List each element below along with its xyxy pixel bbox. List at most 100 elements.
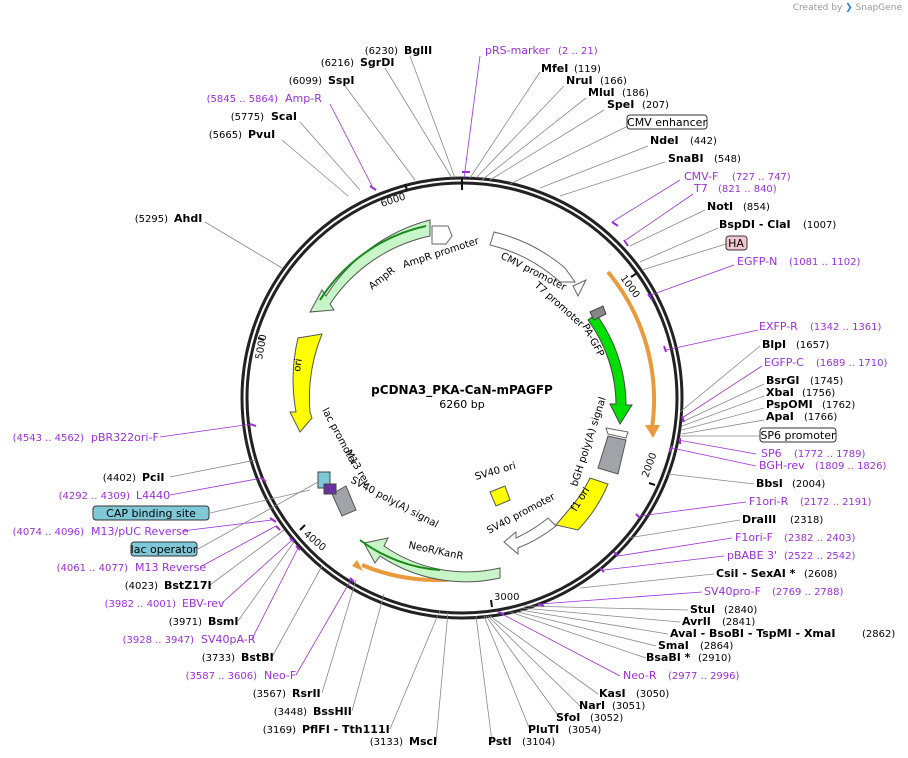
label-sp6[interactable]: SP6 <box>761 447 782 460</box>
leader-noti <box>629 209 706 247</box>
label-cmv-f[interactable]: CMV-F <box>684 170 718 183</box>
primer-tick-egfp-n <box>647 293 653 301</box>
ampr-promoter-arrow <box>431 225 453 245</box>
label-blpi[interactable]: BlpI <box>762 338 786 351</box>
label-f1ori-r[interactable]: F1ori-R <box>749 495 789 508</box>
label-spei[interactable]: SpeI <box>607 98 634 111</box>
leader-draiii <box>627 519 741 539</box>
label-avai[interactable]: AvaI - BsoBI - TspMI - XmaI <box>670 627 835 640</box>
label-nrui[interactable]: NruI <box>566 74 593 87</box>
label-prs-marker[interactable]: pRS-marker <box>485 44 550 57</box>
lac-promoter-arrow <box>331 485 357 517</box>
label-bsmi[interactable]: BsmI <box>208 615 239 628</box>
label-m13rev[interactable]: M13 Reverse <box>135 561 206 574</box>
ampr-label: AmpR <box>367 265 397 292</box>
leader-l4440 <box>169 477 263 496</box>
label-xbai[interactable]: XbaI <box>766 386 794 399</box>
label-rsrii[interactable]: RsrII <box>292 687 321 700</box>
leader-egfp-c <box>681 365 763 419</box>
label-clai[interactable]: BspDI - ClaI <box>719 218 791 231</box>
label-bstbi[interactable]: BstBI <box>241 651 274 664</box>
label-pcii[interactable]: PciI <box>142 471 164 484</box>
label-exfp-r[interactable]: EXFP-R <box>759 320 798 333</box>
label-bsshii[interactable]: BssHII <box>313 705 352 718</box>
label-ahdi[interactable]: AhdI <box>174 212 202 225</box>
primer-tick-f1r <box>635 513 641 519</box>
label-mfei[interactable]: MfeI <box>541 62 568 75</box>
lac-operator-label-box[interactable] <box>130 541 198 557</box>
label-sv40pa-r[interactable]: SV40pA-R <box>201 633 256 646</box>
label-pluti[interactable]: PluTI <box>528 723 559 736</box>
right-labels: MfeI (119) NruI (166) MluI (186) SpeI (2… <box>488 62 895 748</box>
label-pspomi[interactable]: PspOMI <box>766 398 813 411</box>
label-scai[interactable]: ScaI <box>271 110 297 123</box>
label-ndei[interactable]: NdeI <box>650 134 679 147</box>
label-stui[interactable]: StuI <box>690 603 715 616</box>
label-egfp-c[interactable]: EGFP-C <box>764 356 804 369</box>
sp6-promoter-box[interactable] <box>759 427 837 443</box>
leader-xbai <box>681 395 765 427</box>
cap-binding-site-box[interactable] <box>92 505 210 521</box>
label-bgh-rev-pos: (1809 .. 1826) <box>815 461 887 472</box>
leader-smai <box>517 611 657 647</box>
label-mlui[interactable]: MluI <box>588 86 615 99</box>
label-rsrii-pos: (3567) <box>253 689 286 700</box>
label-neo-f[interactable]: Neo-F <box>264 669 296 682</box>
label-sv40pro-f[interactable]: SV40pro-F <box>704 585 761 598</box>
label-snabi[interactable]: SnaBI <box>668 152 704 165</box>
label-pbr322ori[interactable]: pBR322ori-F <box>91 431 159 444</box>
label-pbabe[interactable]: pBABE 3' <box>727 549 777 562</box>
label-bstz17i[interactable]: BstZ17I <box>164 579 212 592</box>
label-ebv-rev[interactable]: EBV-rev <box>182 597 225 610</box>
label-noti[interactable]: NotI <box>707 200 733 213</box>
ha-box[interactable] <box>725 235 748 251</box>
snapgene-logo-icon: ❯ <box>845 3 853 13</box>
label-xbai-pos: (1756) <box>802 388 835 399</box>
label-sfoi[interactable]: SfoI <box>556 711 580 724</box>
label-lac-operator: lac operator <box>131 543 198 556</box>
label-m13puc[interactable]: M13/pUC Reverse <box>91 525 189 538</box>
label-bsabi[interactable]: BsaBI * <box>646 651 691 664</box>
leader-bsabi <box>509 611 647 659</box>
label-f1ori-f[interactable]: F1ori-F <box>735 531 773 544</box>
label-cmv-f-pos: (727 .. 747) <box>732 172 791 183</box>
label-bbsi[interactable]: BbsI <box>756 477 783 490</box>
label-psti[interactable]: PstI <box>488 735 512 748</box>
label-sgrdi[interactable]: SgrDI <box>360 56 394 69</box>
label-smai[interactable]: SmaI <box>658 639 689 652</box>
label-bgh-rev[interactable]: BGH-rev <box>759 459 805 472</box>
label-pflfi-pos: (3169) <box>263 725 296 736</box>
lac-promoter-label: lac promoter <box>319 406 359 468</box>
f1-ori-arrow <box>555 477 609 531</box>
label-amp-r[interactable]: Amp-R <box>285 92 322 105</box>
label-bsrgi[interactable]: BsrGI <box>766 374 799 387</box>
label-egfp-n[interactable]: EGFP-N <box>737 255 777 268</box>
label-apai-pos: (1766) <box>804 412 837 423</box>
label-avrii[interactable]: AvrII <box>682 615 711 628</box>
label-csii[interactable]: CsiI - SexAI * <box>716 567 796 580</box>
label-ebv-rev-pos: (3982 .. 4001) <box>105 599 177 610</box>
label-l4440[interactable]: L4440 <box>136 489 170 502</box>
label-nari-pos: (3051) <box>612 701 645 712</box>
label-sspi[interactable]: SspI <box>328 74 354 87</box>
label-avrii-pos: (2841) <box>722 617 755 628</box>
cmv-enhancer-box[interactable] <box>626 114 708 130</box>
label-pvui[interactable]: PvuI <box>248 128 275 141</box>
label-pflfi[interactable]: PflFI - Tth111I <box>302 723 390 736</box>
leader-ebv-rev <box>221 539 293 604</box>
tick-3000 <box>490 599 493 608</box>
leader-nrui <box>475 85 565 179</box>
cmv-promoter-arrow <box>489 231 576 283</box>
label-kasi[interactable]: KasI <box>599 687 626 700</box>
label-nari[interactable]: NarI <box>579 699 605 712</box>
leader-mfei <box>469 71 541 179</box>
label-neo-r[interactable]: Neo-R <box>623 669 657 682</box>
label-draiii[interactable]: DraIII <box>742 513 776 526</box>
leader-f1ori-f <box>617 537 733 557</box>
label-t7[interactable]: T7 <box>693 182 708 195</box>
label-msci[interactable]: MscI <box>409 735 437 748</box>
label-bglii[interactable]: BglII <box>404 44 432 57</box>
label-egfp-c-pos: (1689 .. 1710) <box>816 358 888 369</box>
leader-bstz17i <box>209 529 285 586</box>
label-apai[interactable]: ApaI <box>766 410 794 423</box>
